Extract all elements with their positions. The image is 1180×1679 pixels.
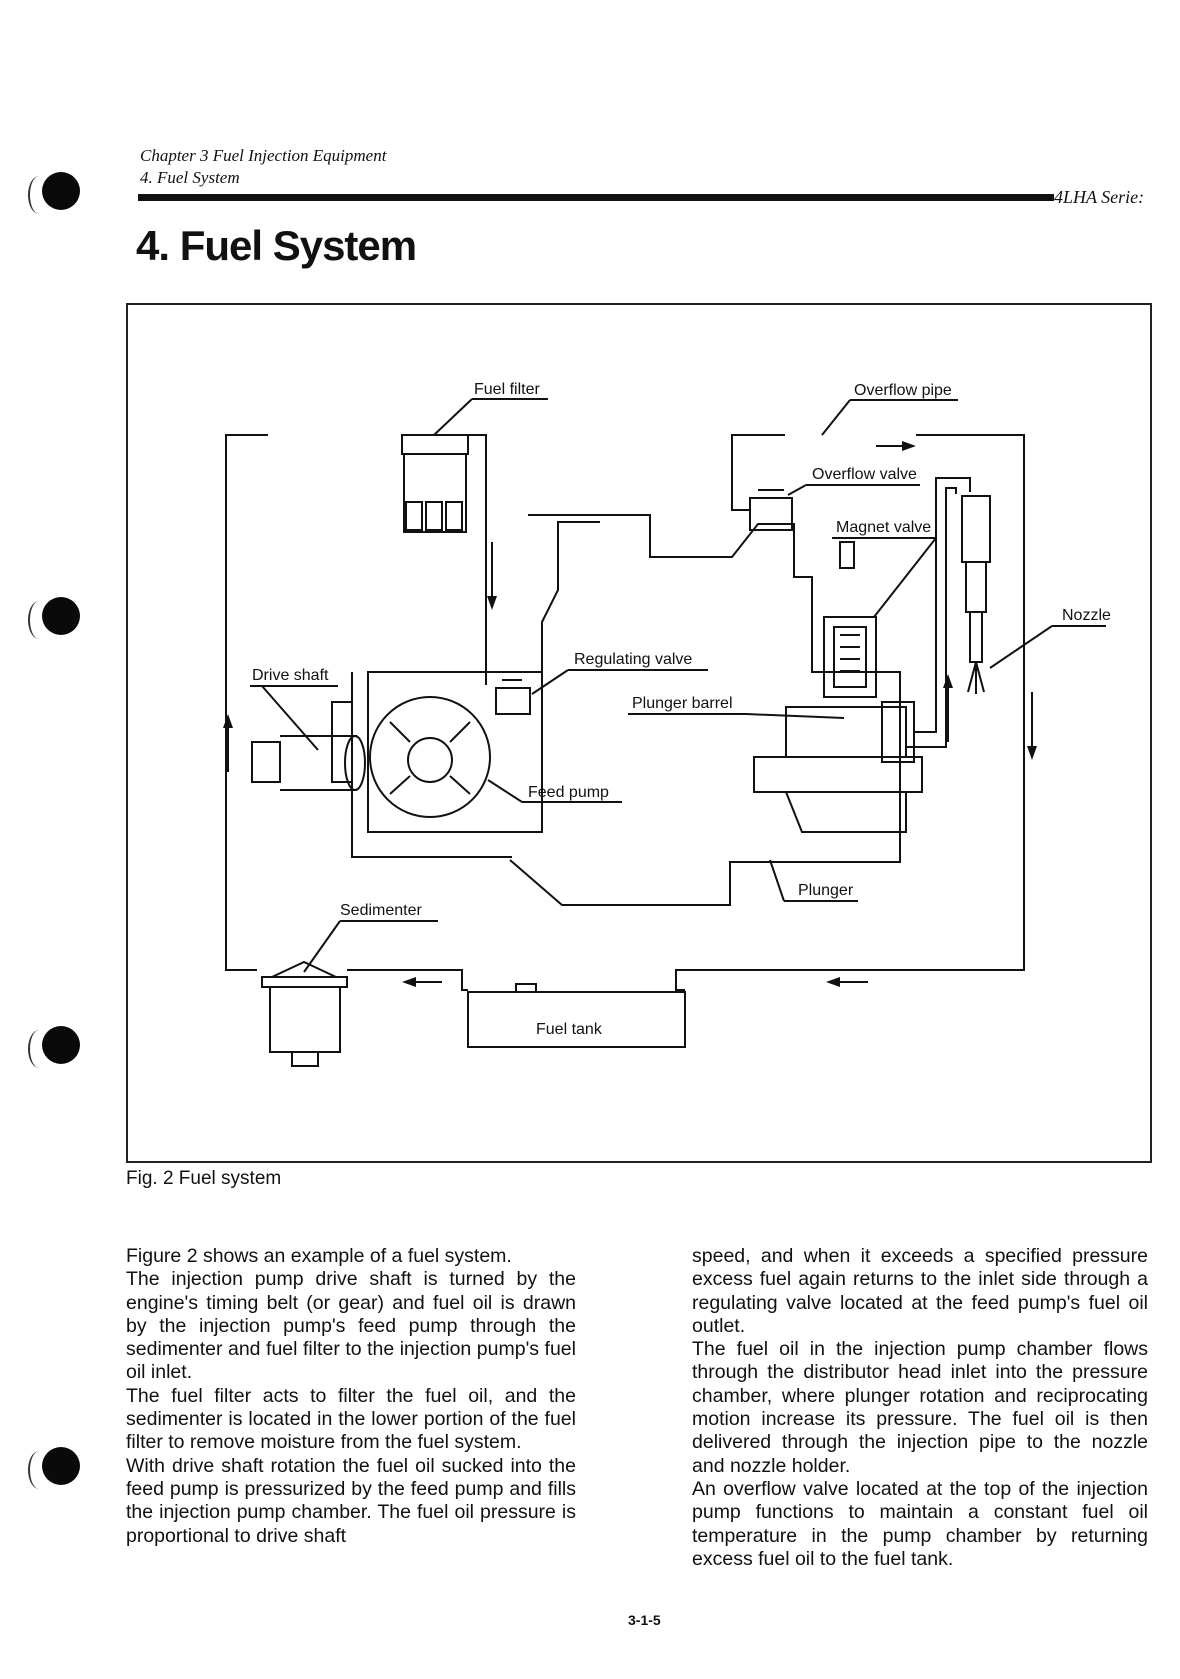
body-column-left: Figure 2 shows an example of a fuel syst… — [126, 1245, 576, 1548]
chapter-header: Chapter 3 Fuel Injection Equipment — [140, 146, 387, 165]
page-title: 4. Fuel System — [136, 222, 417, 269]
label-overflow-pipe: Overflow pipe — [854, 382, 952, 399]
label-feed-pump: Feed pump — [528, 784, 609, 801]
header-rule — [138, 194, 1054, 201]
paragraph: The fuel filter acts to filter the fuel … — [126, 1384, 576, 1454]
label-plunger: Plunger — [798, 882, 854, 899]
binder-hole-arc — [28, 601, 50, 639]
paragraph: The fuel oil in the injection pump chamb… — [692, 1338, 1148, 1477]
binder-hole-arc — [28, 1451, 50, 1489]
page-number: 3-1-5 — [628, 1612, 661, 1628]
paragraph: speed, and when it exceeds a specified p… — [692, 1245, 1148, 1337]
figure-caption: Fig. 2 Fuel system — [126, 1168, 282, 1189]
series-label: 4LHA Serie: — [1054, 187, 1145, 207]
label-magnet-valve: Magnet valve — [836, 519, 931, 536]
paragraph: Figure 2 shows an example of a fuel syst… — [126, 1245, 512, 1267]
label-regulating-valve: Regulating valve — [574, 651, 692, 668]
section-header: 4. Fuel System — [140, 168, 240, 187]
binder-hole-arc — [28, 176, 50, 214]
label-plunger-barrel: Plunger barrel — [632, 695, 733, 712]
binder-hole-arc — [28, 1030, 50, 1068]
label-sedimenter: Sedimenter — [340, 902, 422, 919]
paragraph: The injection pump drive shaft is turned… — [126, 1268, 576, 1384]
figure-frame: Fuel filter Overflow pipe Overflow valve… — [126, 303, 1152, 1163]
fuel-system-diagram: Fuel filter Overflow pipe Overflow valve… — [223, 381, 1111, 1067]
label-fuel-filter: Fuel filter — [474, 381, 540, 398]
label-drive-shaft: Drive shaft — [252, 667, 329, 684]
label-overflow-valve: Overflow valve — [812, 466, 917, 483]
label-fuel-tank: Fuel tank — [536, 1021, 603, 1038]
paragraph: With drive shaft rotation the fuel oil s… — [126, 1454, 576, 1547]
label-nozzle: Nozzle — [1062, 607, 1111, 624]
body-column-right: speed, and when it exceeds a specified p… — [692, 1245, 1148, 1571]
paragraph: An overflow valve located at the top of … — [692, 1477, 1148, 1570]
